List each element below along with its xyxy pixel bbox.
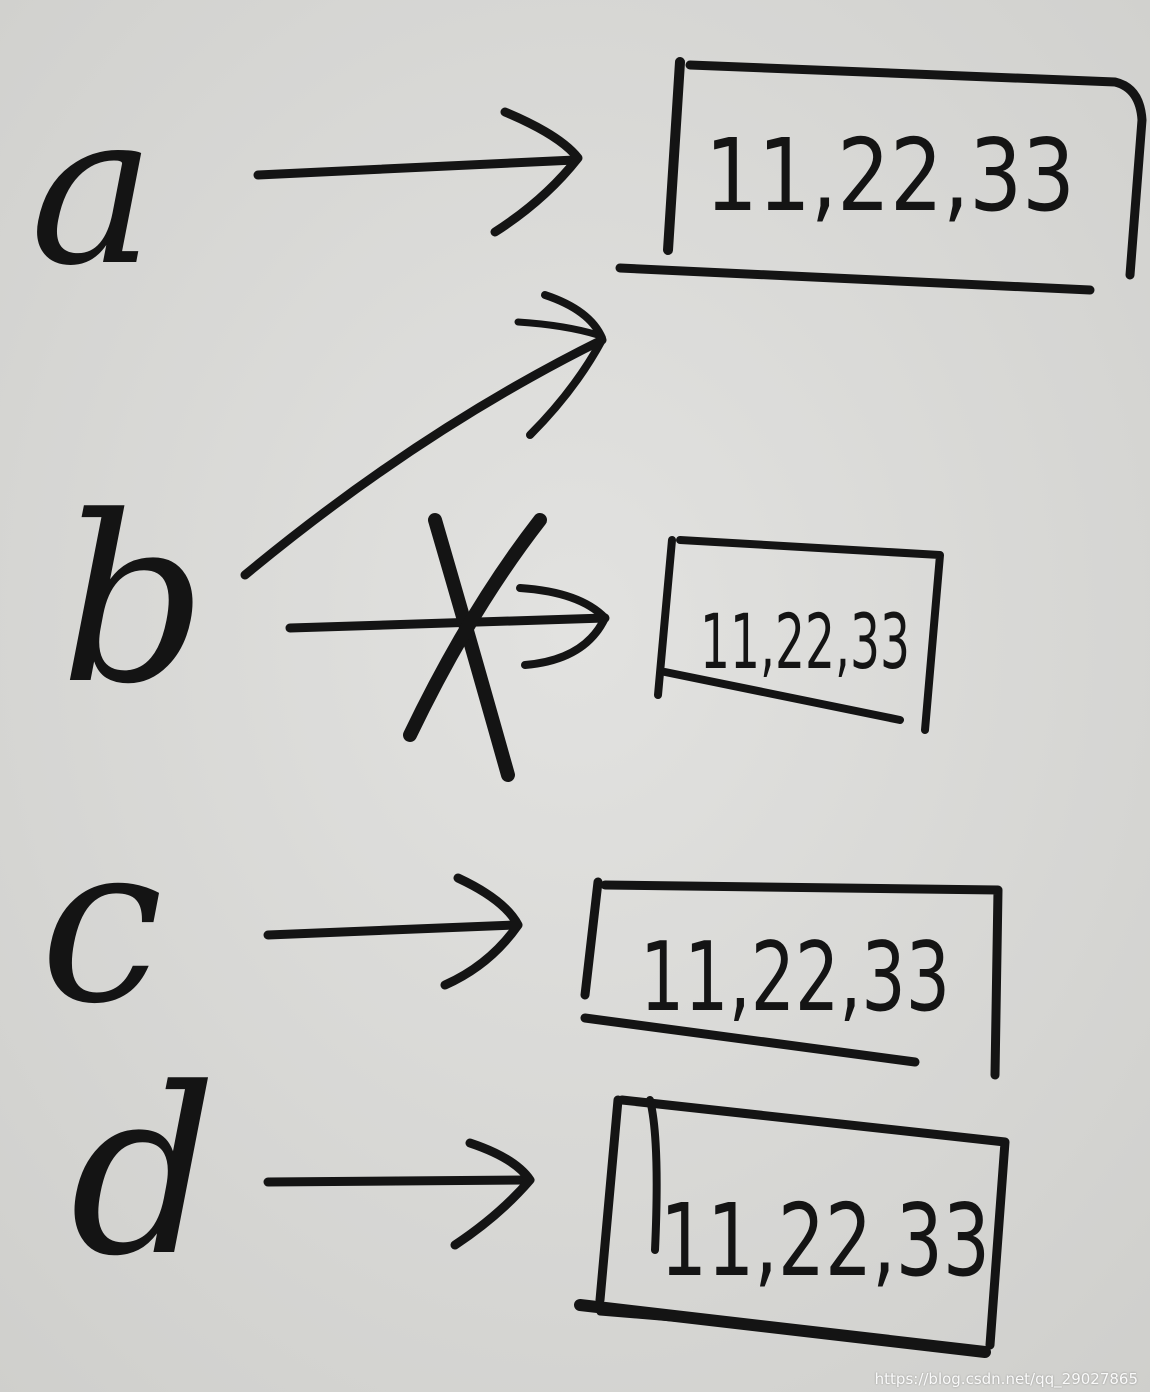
variable-label-a: a	[30, 67, 155, 312]
arrow-b-to-box1	[240, 291, 607, 580]
variable-label-d: d	[70, 1040, 217, 1307]
value-box-4: 11,22,33	[574, 1095, 1010, 1358]
arrow-d-to-box4	[263, 1138, 535, 1250]
cross-out-stroke-1	[428, 513, 515, 782]
arrow-b-to-box2-crossed	[285, 513, 610, 782]
arrow-a-to-box1	[253, 107, 583, 237]
variable-label-b: b	[60, 468, 207, 735]
box-2-values: 11,22,33	[700, 597, 910, 686]
value-box-3: 11,22,33	[580, 877, 1003, 1080]
watermark-text: https://blog.csdn.net/qq_29027865	[874, 1370, 1138, 1388]
cross-out-stroke-2	[403, 513, 547, 742]
variable-label-c: c	[40, 796, 163, 1052]
value-box-1: 11,22,33	[615, 57, 1147, 295]
value-box-2: 11,22,33	[654, 536, 944, 734]
arrow-c-to-box3	[263, 873, 523, 990]
box-3-values: 11,22,33	[640, 923, 950, 1033]
box-4-values: 11,22,33	[660, 1182, 990, 1299]
box-1-values: 11,22,33	[705, 117, 1075, 234]
